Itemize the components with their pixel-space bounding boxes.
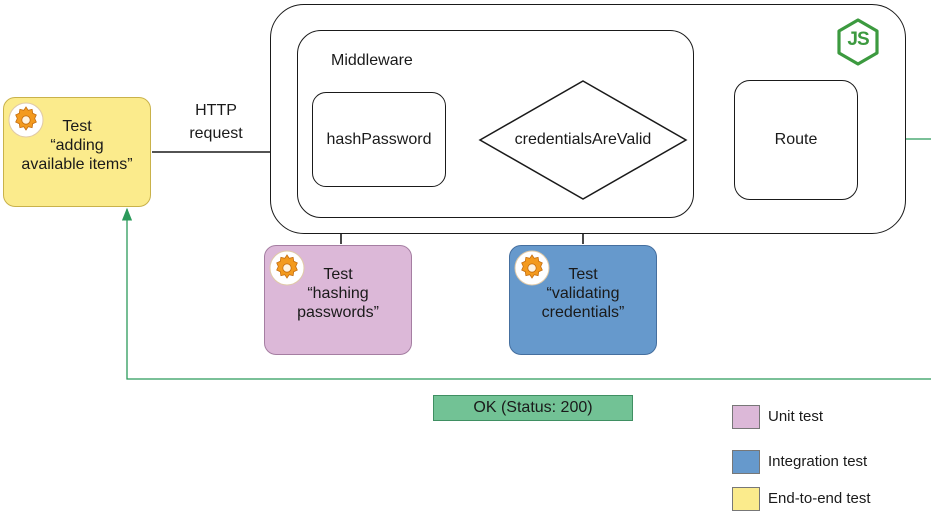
ok-status-badge: OK (Status: 200) xyxy=(433,395,633,421)
response-return-line xyxy=(121,207,931,380)
legend-label-integration: Integration test xyxy=(768,453,868,470)
gear-icon xyxy=(269,250,305,286)
legend-label-e2e: End-to-end test xyxy=(768,490,871,507)
credentials-label: credentialsAreValid xyxy=(514,131,652,148)
gear-icon xyxy=(8,102,44,138)
legend-swatch-unit xyxy=(732,405,760,429)
nodejs-logo-icon: JS xyxy=(836,18,880,66)
http-request-label: HTTP request xyxy=(189,102,243,142)
unit-test-text: Test “hashing passwords” xyxy=(297,266,379,321)
legend-swatch-e2e xyxy=(732,487,760,511)
ok-status-label: OK (Status: 200) xyxy=(473,399,593,416)
gear-icon xyxy=(514,250,550,286)
e2e-test-text: Test “adding available items” xyxy=(21,118,133,173)
integration-test-text: Test “validating credentials” xyxy=(541,266,625,321)
credentials-diamond xyxy=(478,80,688,200)
hash-password-label: hashPassword xyxy=(326,130,432,148)
hash-password-node: hashPassword xyxy=(312,92,446,187)
nodejs-logo-text: JS xyxy=(847,29,869,50)
route-label: Route xyxy=(774,131,818,148)
middleware-label: Middleware xyxy=(331,52,413,69)
legend-label-unit: Unit test xyxy=(768,408,824,425)
legend-swatch-integration xyxy=(732,450,760,474)
route-node: Route xyxy=(734,80,858,200)
